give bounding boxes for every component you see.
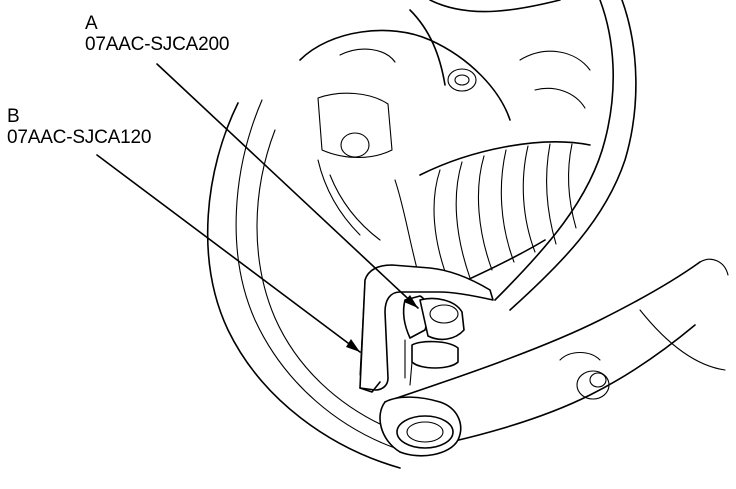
callout-part-number: 07AAC-SJCA200 [85,34,230,55]
upper-frame-edge [494,0,614,301]
ball-joint-housing [379,396,462,457]
ball-joint-remover-tool [359,264,494,393]
callout-b: B 07AAC-SJCA120 [7,106,151,148]
brake-rotor [206,99,401,469]
leader-line-a [156,63,419,309]
upper-frame-edge-outer [509,0,637,311]
steering-knuckle [299,0,591,241]
leader-line-b [96,154,361,353]
callout-part-number: 07AAC-SJCA120 [7,127,152,148]
callout-letter: A [85,13,98,34]
callout-letter: B [7,106,20,127]
callout-a: A 07AAC-SJCA200 [85,13,229,55]
leader-arrow-a [404,295,418,308]
leader-arrow-b [346,339,360,352]
leader-lines [96,63,419,353]
